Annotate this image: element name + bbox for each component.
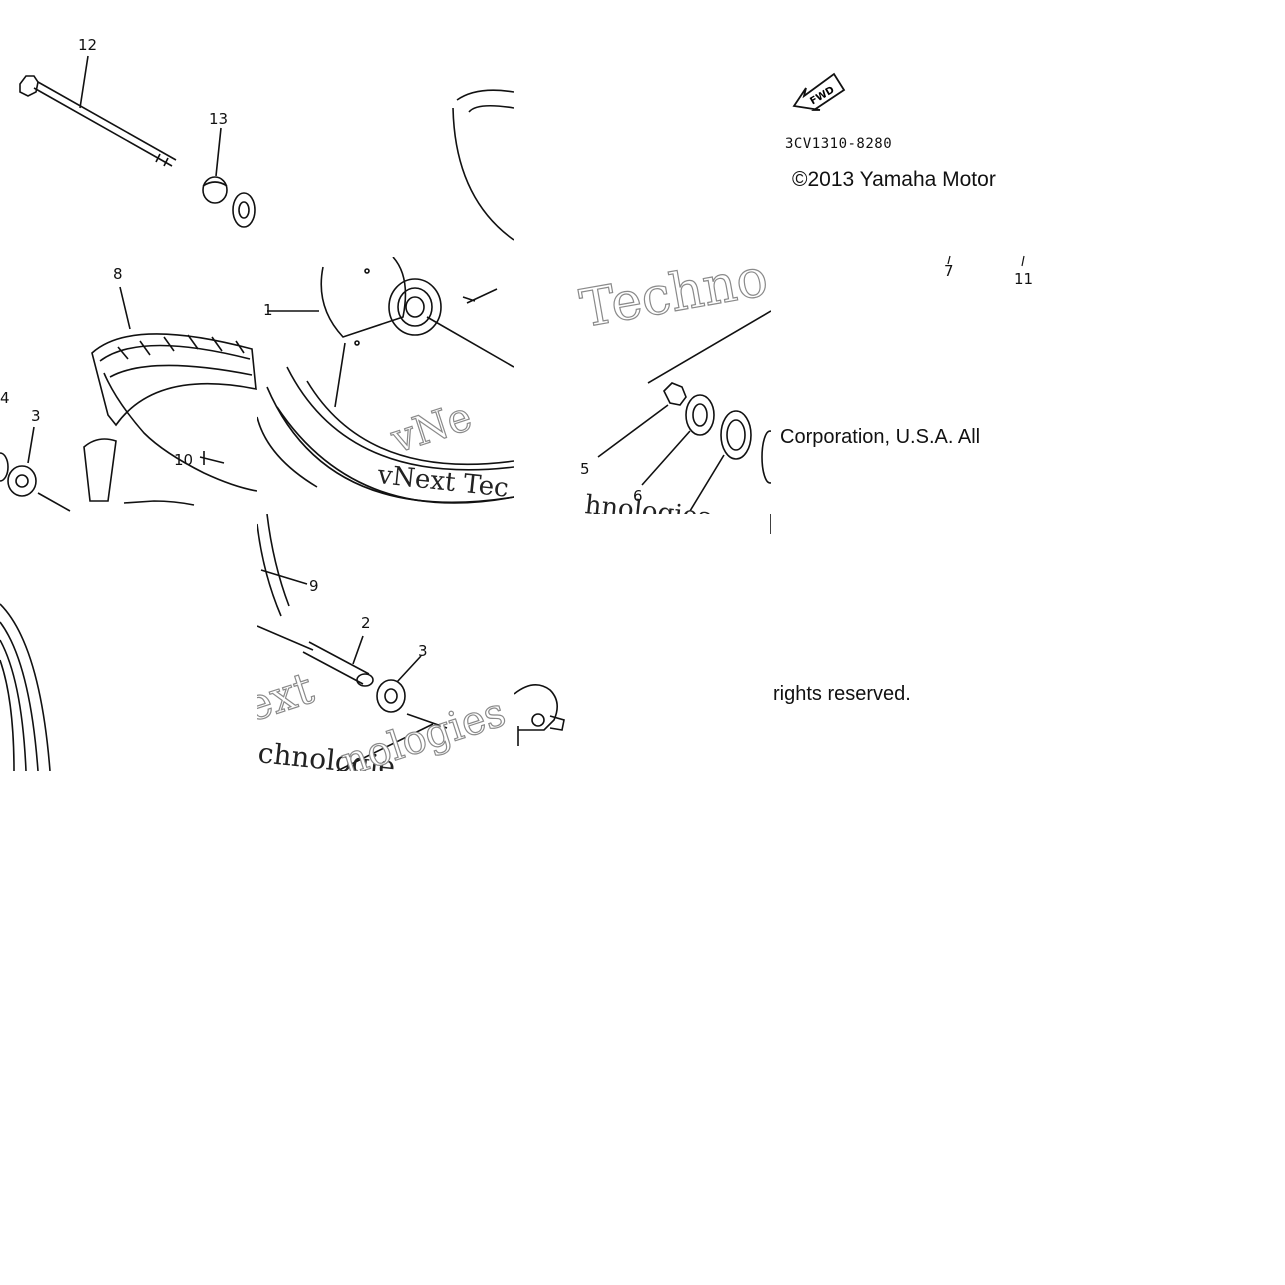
axle-drawing: 12 13: [19, 36, 256, 228]
callout-11: 11: [1014, 270, 1033, 288]
tile-fender: [257, 0, 514, 257]
callouts-upper-right: 7 11: [944, 255, 1033, 288]
callout-6: 6: [633, 487, 643, 505]
callout-1: 1: [263, 301, 273, 319]
callout-2: 2: [361, 614, 371, 632]
tile-seals: 5 6 Techno hnologies: [514, 257, 771, 514]
rim-drawing: [0, 603, 51, 771]
callout-5: 5: [580, 460, 590, 478]
tire-drawing: 8 4 3 10: [0, 265, 257, 512]
spacer-drawing: 9 2 3 ext chnologie nologies: [257, 514, 512, 771]
tile-tire: 8 4 3 10: [0, 257, 257, 514]
watermark-hnologies: hnologies: [583, 490, 712, 514]
tile-gear-unit: [514, 514, 771, 771]
copyright-line-1: ©2013 Yamaha Motor: [792, 168, 996, 191]
callout-8: 8: [113, 265, 123, 283]
part-code: 3CV1310-8280: [785, 136, 893, 152]
callout-4: 4: [0, 389, 10, 407]
tile-hub: 1 vNext Tec vNe: [257, 257, 514, 514]
callout-13: 13: [209, 110, 228, 128]
callout-7: 7: [944, 262, 954, 280]
fender-drawing: [452, 89, 514, 241]
callout-3-bottom: 3: [418, 642, 428, 660]
tile-axle: 12 13: [0, 0, 257, 257]
watermark-ext: ext: [257, 663, 320, 733]
callout-12: 12: [78, 36, 97, 54]
callout-3-left: 3: [31, 407, 41, 425]
callout-9: 9: [309, 577, 319, 595]
tile-rim: [0, 514, 257, 771]
tile-spacer: 9 2 3 ext chnologie nologies: [257, 514, 514, 771]
copyright-line-3: rights reserved.: [773, 683, 911, 705]
callout-10: 10: [174, 451, 193, 469]
watermark-vne: vNe: [385, 394, 477, 463]
gear-unit-drawing: [514, 514, 771, 746]
seals-drawing: 5 6 Techno hnologies: [575, 257, 771, 514]
copyright-line-2: Corporation, U.S.A. All: [780, 426, 981, 448]
hub-drawing: 1 vNext Tec vNe: [257, 257, 514, 504]
fwd-arrow-icon: FWD: [792, 72, 846, 111]
watermark-nologies: nologies: [336, 689, 511, 771]
